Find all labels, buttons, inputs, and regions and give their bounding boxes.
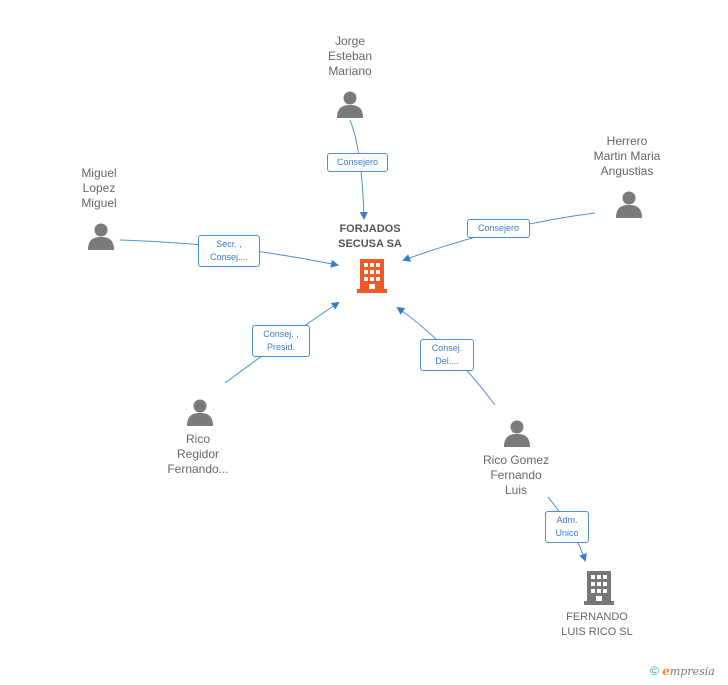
edge-label-rico-gomez-company[interactable]: Adm. Unico <box>545 511 589 543</box>
building-icon[interactable] <box>584 571 614 605</box>
building-icon[interactable] <box>357 259 387 293</box>
person-icon[interactable] <box>616 191 642 219</box>
edge-label-miguel[interactable]: Secr. , Consej.... <box>198 235 260 267</box>
person-label-rico-regidor[interactable]: Rico Regidor Fernando... <box>167 432 229 476</box>
center-company-label[interactable]: FORJADOS SECUSA SA <box>338 223 402 250</box>
person-label-jorge[interactable]: Jorge Esteban Mariano <box>327 34 373 78</box>
person-icon[interactable] <box>88 223 114 251</box>
person-label-miguel[interactable]: Miguel Lopez Miguel <box>81 166 117 210</box>
person-icon[interactable] <box>337 91 363 119</box>
edge-label-jorge[interactable]: Consejero <box>327 153 388 172</box>
brand-logo: © empresia <box>650 664 715 678</box>
edge-label-rico-regidor[interactable]: Consej. , Presid. <box>252 325 310 357</box>
copyright-symbol: © <box>650 664 659 678</box>
company-label-fernando-luis[interactable]: FERNANDO LUIS RICO SL <box>561 611 633 638</box>
person-label-rico-gomez[interactable]: Rico Gomez Fernando Luis <box>482 453 550 497</box>
brand-logo-text: mpresia <box>669 665 715 678</box>
brand-logo-e: e <box>662 664 670 678</box>
person-label-herrero[interactable]: Herrero Martin Maria Angustias <box>593 134 661 178</box>
person-icon[interactable] <box>504 420 530 448</box>
edge-label-herrero[interactable]: Consejero <box>467 219 530 238</box>
person-icon[interactable] <box>187 399 213 427</box>
edge-label-rico-gomez[interactable]: Consej. Del.... <box>420 339 474 371</box>
